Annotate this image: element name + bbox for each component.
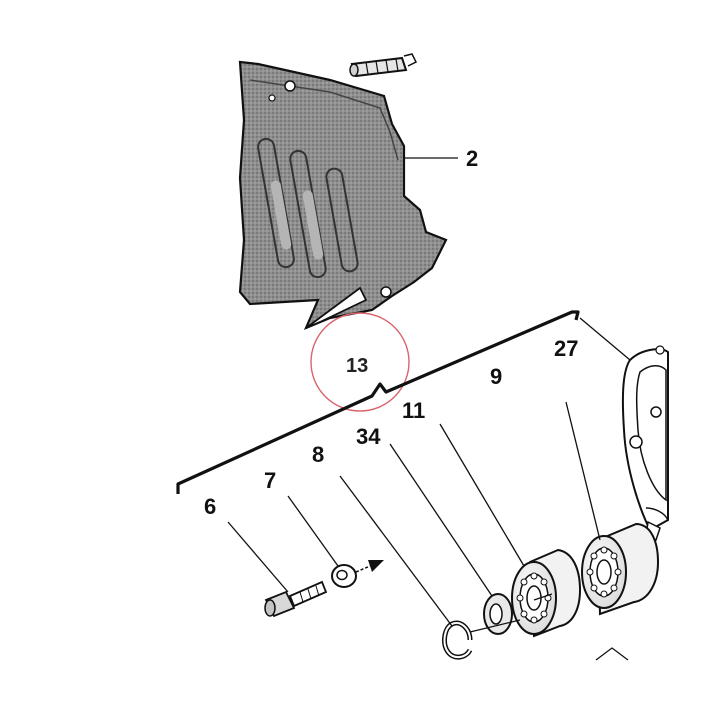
assembly-direction-arrow [355, 560, 384, 573]
housing-part [595, 345, 669, 661]
spacer-leader [389, 443, 493, 597]
bolt-part [264, 580, 328, 618]
callout-bolt: 6 [204, 494, 216, 519]
callout-group: 13 [346, 355, 368, 377]
housing-leader [579, 317, 631, 361]
bearing-rear-leader [565, 401, 601, 541]
callout-washer: 7 [264, 468, 276, 493]
callout-cover: 2 [466, 146, 478, 171]
bolt-leader [227, 521, 289, 593]
circlip-part [442, 620, 473, 660]
bearing-front-leader [439, 423, 525, 567]
group-highlight-circle [310, 312, 410, 412]
washer-leader [287, 495, 339, 567]
top-bolt-part [349, 53, 418, 78]
group-bracket [176, 310, 580, 494]
callout-circlip: 8 [312, 442, 324, 467]
callout-spacer: 34 [356, 424, 381, 449]
callout-bearing-rear: 9 [490, 364, 502, 389]
callout-bearing-front: 11 [402, 398, 425, 423]
cover-ribs [257, 137, 359, 279]
cover-part [238, 60, 448, 331]
circlip-leader [339, 475, 453, 627]
assembly-axis-line [469, 593, 553, 633]
callout-housing: 27 [554, 336, 578, 361]
bearing-front-part [511, 548, 582, 638]
bearing-rear-part [581, 522, 660, 616]
washer-part [331, 564, 357, 588]
